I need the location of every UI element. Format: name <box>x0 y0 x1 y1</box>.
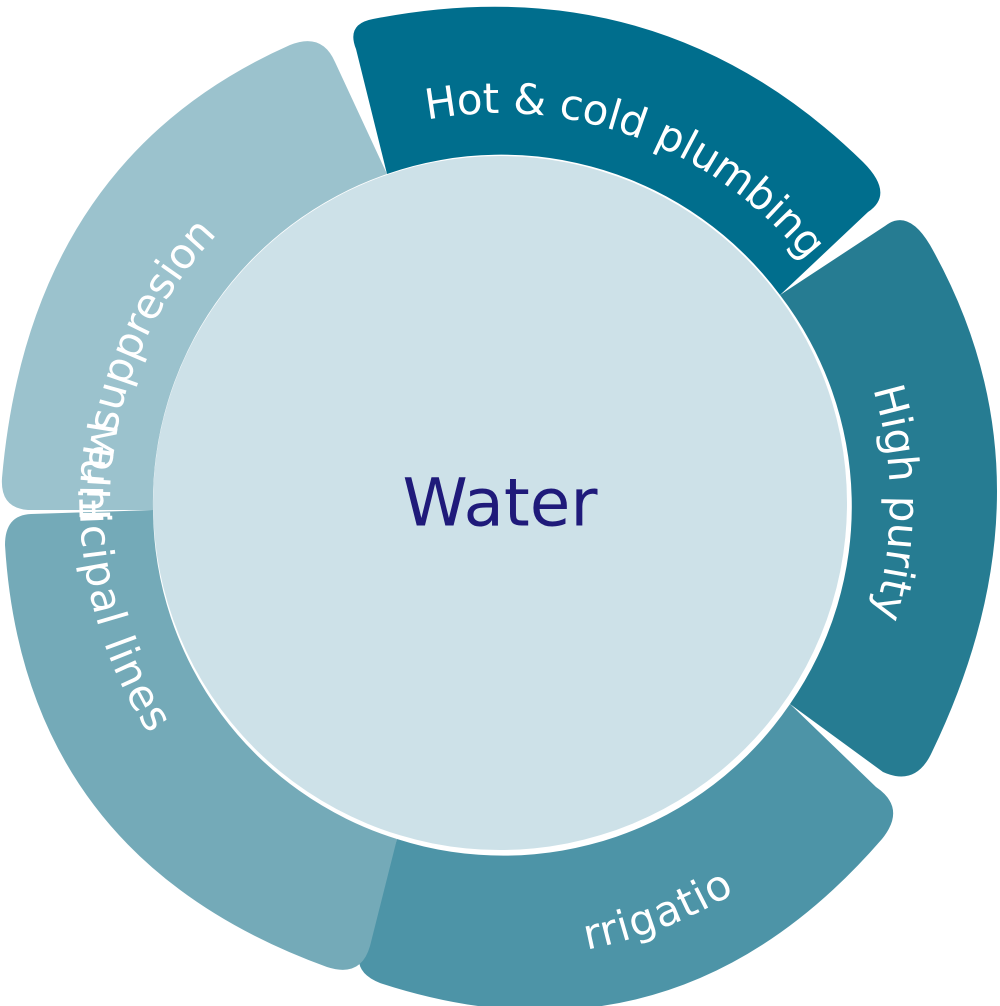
center-circle <box>153 156 847 850</box>
segment-high-purity <box>780 220 998 777</box>
segment-municipal-lines <box>5 510 397 970</box>
segment-fire-suppresion <box>1 41 387 511</box>
segment-hot-cold-plumbing <box>353 6 881 295</box>
center-label: Water <box>402 465 598 542</box>
segment-irrigation <box>358 704 894 1006</box>
